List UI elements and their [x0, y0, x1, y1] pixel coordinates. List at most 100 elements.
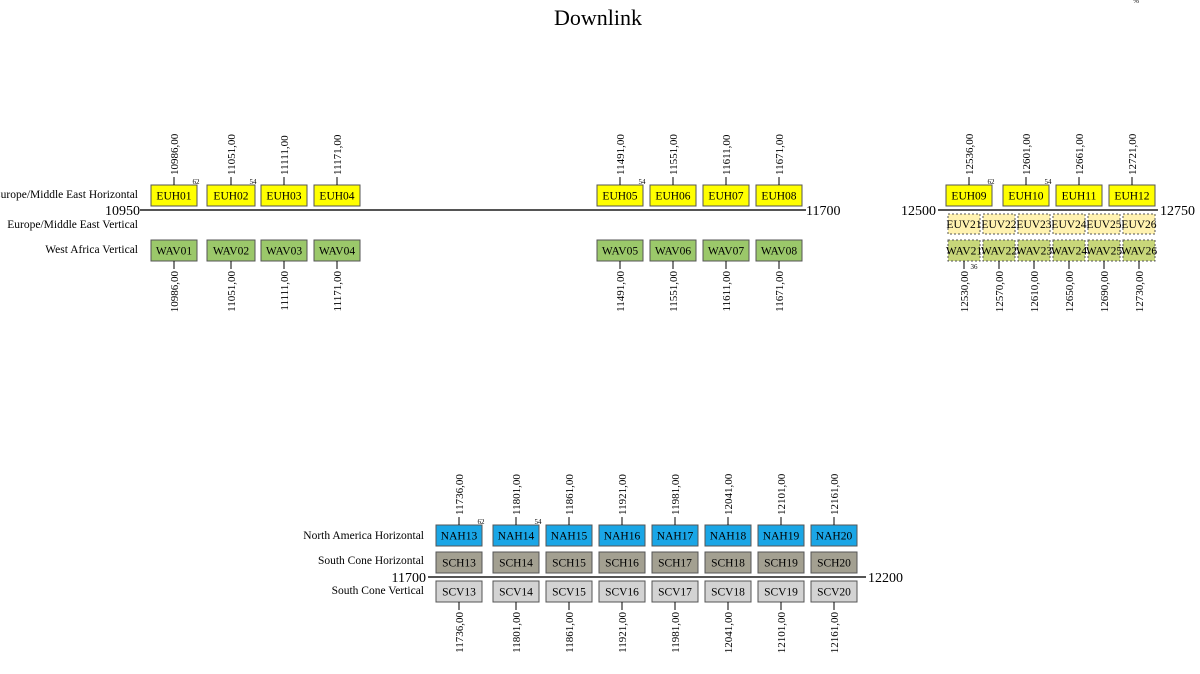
frequency-value: 12536,00	[964, 133, 976, 175]
frequency-value: 11051,00	[226, 271, 238, 312]
channel-label: EUH03	[266, 191, 301, 203]
channel-label: SCH14	[499, 558, 533, 570]
channel-label: WAV22	[981, 246, 1017, 258]
channel-box	[598, 551, 646, 574]
channel-wav24: WAV24	[1051, 239, 1087, 262]
channel-label: EUV25	[1086, 219, 1121, 231]
channel-label: EUV26	[1121, 219, 1156, 231]
channel-euh12: EUH12	[1108, 184, 1156, 207]
channel-label: NAH13	[441, 531, 478, 543]
channel-scv14: SCV14	[492, 580, 540, 603]
channel-nah18: NAH18	[704, 524, 752, 547]
channel-euh05: EUH05	[596, 184, 644, 207]
channel-wav03: WAV03	[260, 239, 308, 262]
frequency-value: 11801,00	[511, 612, 523, 653]
channel-wav22: WAV22	[981, 239, 1017, 262]
frequency-label: 11051,00	[226, 134, 238, 185]
channel-label: NAH17	[657, 531, 694, 543]
channel-scv20: SCV20	[810, 580, 858, 603]
channel-wav02: WAV02	[206, 239, 256, 262]
channel-wav25: WAV25	[1086, 239, 1122, 262]
frequency-value: 11801,00	[511, 474, 523, 515]
channel-label: SCV13	[442, 587, 476, 599]
channel-label: EUV22	[981, 219, 1016, 231]
channel-label: WAV25	[1086, 246, 1122, 258]
frequency-value: 12041,00	[723, 612, 735, 654]
channel-label: WAV26	[1121, 246, 1157, 258]
frequency-value: 12730,00	[1134, 271, 1146, 313]
channel-label: WAV02	[213, 246, 249, 258]
frequency-label: 11491,00	[615, 134, 627, 185]
channel-label: SCH13	[442, 558, 476, 570]
frequency-label: 11551,00	[668, 134, 680, 185]
row-label-europe-vertical: Europe/Middle East Vertical	[7, 219, 138, 231]
frequency-label: 12530,00	[959, 261, 971, 312]
channel-euh10: EUH10	[1002, 184, 1050, 207]
channel-euh01: EUH01	[150, 184, 198, 207]
channel-label: EUH05	[602, 191, 637, 203]
frequency-label: 12101,00	[776, 473, 788, 525]
frequency-value: 12161,00	[829, 612, 841, 654]
channel-euv23: EUV23	[1016, 213, 1052, 235]
channel-box	[947, 213, 981, 235]
frequency-value: 11921,00	[617, 474, 629, 515]
bandwidth-note: 54	[535, 518, 543, 526]
channel-label: WAV21	[946, 246, 982, 258]
channel-box	[982, 213, 1016, 235]
channel-euv21: EUV21	[946, 213, 982, 235]
channel-box	[704, 551, 752, 574]
channel-euh11: EUH11	[1055, 184, 1103, 207]
channel-label: SCH16	[605, 558, 639, 570]
channel-label: WAV04	[319, 246, 355, 258]
channel-euh02: EUH02	[206, 184, 256, 207]
channel-nah17: NAH17	[651, 524, 699, 547]
channel-label: EUH01	[156, 191, 191, 203]
frequency-value: 11921,00	[617, 612, 629, 653]
band-start-label: 12500	[901, 204, 936, 219]
frequency-label: 11801,00	[511, 474, 523, 525]
band-end-label: 12750	[1160, 204, 1195, 219]
channel-label: EUV21	[946, 219, 981, 231]
channel-label: EUH08	[761, 191, 796, 203]
channel-label: NAH16	[604, 531, 641, 543]
bandwidth-note: 62	[988, 178, 996, 186]
channel-label: SCH17	[658, 558, 692, 570]
channel-label: EUH09	[951, 191, 986, 203]
channel-scv18: SCV18	[704, 580, 752, 603]
frequency-label: 10986,00	[169, 133, 181, 185]
corner-mark: %	[1133, 0, 1139, 5]
frequency-value: 11111,00	[279, 271, 291, 311]
channel-label: WAV05	[602, 246, 638, 258]
channel-label: EUH06	[655, 191, 690, 203]
channel-sch17: SCH17	[651, 551, 699, 574]
channel-label: SCH18	[711, 558, 745, 570]
channel-nah20: NAH20	[810, 524, 858, 547]
channel-label: NAH18	[710, 531, 747, 543]
frequency-label: 11051,00	[226, 261, 238, 312]
row-label-west-africa-vertical: West Africa Vertical	[45, 244, 138, 256]
channel-sch16: SCH16	[598, 551, 646, 574]
channel-sch15: SCH15	[545, 551, 593, 574]
frequency-value: 11671,00	[774, 271, 786, 312]
channel-label: SCH20	[817, 558, 851, 570]
channel-label: NAH15	[551, 531, 588, 543]
frequency-label: 11171,00	[332, 134, 344, 185]
frequency-value: 10986,00	[169, 271, 181, 313]
frequency-value: 12101,00	[776, 473, 788, 515]
frequency-label: 12601,00	[1021, 133, 1033, 185]
frequency-label: 12730,00	[1134, 261, 1146, 312]
channel-label: EUH10	[1008, 191, 1043, 203]
bandwidth-note: 54	[250, 178, 258, 186]
band-end-label: 12200	[868, 571, 903, 586]
frequency-value: 12690,00	[1099, 271, 1111, 313]
frequency-value: 11611,00	[721, 271, 733, 312]
frequency-label: 11551,00	[668, 261, 680, 312]
channel-label: SCV18	[711, 587, 745, 599]
frequency-value: 10986,00	[169, 133, 181, 175]
frequency-label: 11111,00	[279, 261, 291, 311]
channel-wav21: WAV21	[946, 239, 982, 262]
channel-label: SCV20	[817, 587, 851, 599]
channel-box	[492, 551, 540, 574]
diagram-title: Downlink	[554, 5, 642, 30]
